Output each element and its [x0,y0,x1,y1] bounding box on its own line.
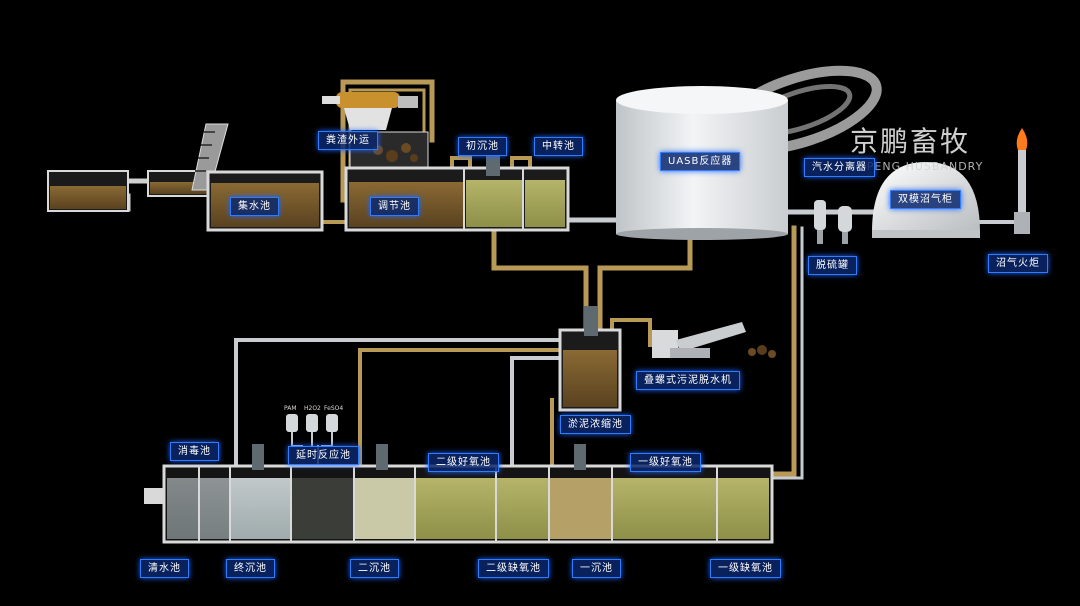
feed-channel [47,170,211,212]
steam-separator [814,200,826,244]
label-screw-press: 叠螺式污泥脱水机 [636,371,740,390]
label-steam-separator: 汽水分离器 [804,158,875,177]
manure-separator [322,92,429,169]
desulfurizer [838,206,852,244]
label-aerobic-2: 二级好氧池 [428,453,499,472]
label-flare: 沼气火炬 [988,254,1048,273]
sludge-thickener [558,306,622,412]
label-primary-sed: 初沉池 [458,137,507,156]
flare-stack [1014,128,1030,234]
label-delay-reaction: 延时反应池 [288,446,359,465]
brand-name: 京鹏畜牧 [850,125,971,158]
label-collection: 集水池 [230,197,279,216]
screw-press [652,322,776,358]
label-final-sed: 终沉池 [226,559,275,578]
label-uasb: UASB反应器 [660,152,741,171]
label-clear-water: 清水池 [140,559,189,578]
label-aerobic-1: 一级好氧池 [630,453,701,472]
label-first-sed: 一沉池 [572,559,621,578]
label-second-sed: 二沉池 [350,559,399,578]
chem-feso4-label: FeSO4 [324,405,344,412]
label-anoxic-1: 一级缺氧池 [710,559,781,578]
label-disinfection: 消毒池 [170,442,219,461]
label-manure-out: 粪渣外运 [318,131,378,150]
brand-name-en: NGPENG HUSBANDRY [848,160,984,173]
label-transfer: 中转池 [534,137,583,156]
chem-pam-label: PAM [284,405,297,412]
chem-h2o2-label: H2O2 [304,405,321,412]
label-gas-holder: 双模沼气柜 [890,190,961,209]
regulation-block [344,156,570,232]
pipe-network [125,79,1024,541]
label-regulation: 调节池 [370,197,419,216]
dosing-tanks [286,414,338,432]
bottom-treatment-train [144,444,774,544]
label-desulfurizer: 脱硫罐 [808,256,857,275]
label-thickener: 淤泥浓缩池 [560,415,631,434]
label-anoxic-2: 二级缺氧池 [478,559,549,578]
